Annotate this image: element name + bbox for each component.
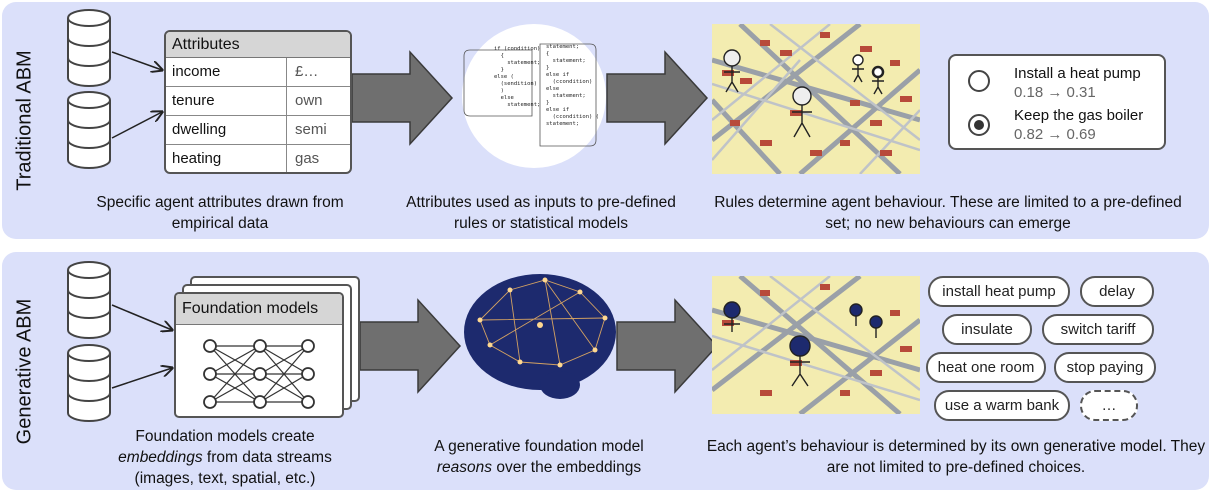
map-illustration	[712, 276, 920, 414]
brain-icon	[464, 274, 616, 399]
foundation-models-header: Foundation models	[176, 294, 342, 325]
behaviour-pill: install heat pump	[928, 276, 1070, 307]
choice-options-box: Install a heat pump 0.18 → 0.31 Keep the…	[948, 54, 1166, 150]
caption-text: Foundation models create	[135, 428, 315, 445]
database-icon	[67, 344, 111, 422]
rules-circle	[462, 24, 606, 168]
attribute-key: income	[166, 58, 287, 86]
attributes-header: Attributes	[166, 32, 350, 58]
caption-emphasis: embeddings	[118, 449, 203, 466]
foundation-models-card: Foundation models	[174, 292, 344, 418]
neural-network-icon	[203, 339, 315, 409]
radio-selected[interactable]	[968, 114, 990, 136]
caption-text: from data streams	[202, 449, 332, 466]
choice-probability: 0.82 → 0.69	[1014, 126, 1096, 143]
attribute-key: dwelling	[166, 116, 287, 144]
attribute-key: heating	[166, 145, 287, 172]
attributes-table: Attributes income £… tenure own dwelling…	[164, 30, 352, 174]
choice-label: Install a heat pump	[1014, 65, 1141, 82]
caption-generative-behaviour: Each agent’s behaviour is determined by …	[706, 438, 1206, 476]
table-row: income £…	[166, 58, 350, 87]
more-behaviours-pill: …	[1080, 390, 1138, 421]
database-icon	[67, 9, 111, 87]
attribute-value: semi	[295, 121, 327, 138]
behaviour-pill: switch tariff	[1042, 314, 1154, 345]
table-row: dwelling semi	[166, 116, 350, 145]
radio-unselected[interactable]	[968, 70, 990, 92]
behaviour-pill: delay	[1080, 276, 1154, 307]
choice-option: Keep the gas boiler 0.82 → 0.69	[1014, 106, 1143, 144]
caption-behaviour: Rules determine agent behaviour. These a…	[714, 194, 1182, 232]
caption-reasons: A generative foundation model reasons ov…	[404, 436, 674, 478]
table-row: heating gas	[166, 145, 350, 172]
attribute-value: gas	[295, 150, 320, 167]
caption-rules: Attributes used as inputs to pre-defined…	[406, 194, 676, 232]
attribute-key: tenure	[166, 87, 287, 115]
behaviour-pill: insulate	[942, 314, 1032, 345]
arrow-icon	[359, 299, 461, 393]
caption-attributes: Specific agent attributes drawn from emp…	[96, 194, 344, 232]
caption-text: over the embeddings	[492, 459, 642, 476]
arrow-icon	[351, 51, 453, 145]
behaviour-pill: stop paying	[1054, 352, 1156, 383]
attribute-value: own	[295, 92, 323, 109]
attribute-value: £…	[295, 63, 319, 80]
database-icon	[67, 91, 111, 169]
choice-probability: 0.18 → 0.31	[1014, 84, 1096, 101]
caption-embeddings: Foundation models create embeddings from…	[70, 426, 380, 489]
behaviour-pill: use a warm bank	[934, 390, 1070, 421]
database-icon	[67, 261, 111, 339]
caption-emphasis: reasons	[436, 459, 493, 476]
caption-text: (images, text, spatial, etc.)	[134, 470, 316, 487]
arrow-icon	[606, 51, 708, 145]
choice-label: Keep the gas boiler	[1014, 107, 1144, 124]
map-illustration	[712, 24, 920, 174]
arrow-icon	[616, 299, 718, 393]
caption-text: A generative foundation model	[434, 438, 644, 455]
behaviour-pill: heat one room	[926, 352, 1046, 383]
rules-code-right: statement; { statement; } else if (ccond…	[546, 44, 599, 127]
rules-code-left: if (condition) { statement; } else ( (se…	[494, 46, 541, 108]
table-row: tenure own	[166, 87, 350, 116]
choice-option: Install a heat pump 0.18 → 0.31	[1014, 64, 1141, 102]
